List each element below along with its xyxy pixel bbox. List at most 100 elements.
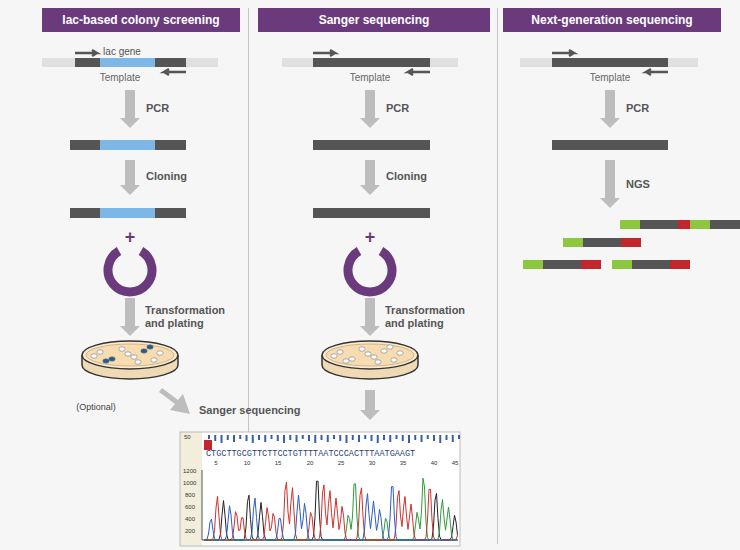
quality-bar — [321, 435, 323, 440]
quality-bar — [233, 435, 235, 442]
column-header: Next-generation sequencing — [503, 8, 721, 32]
colony — [343, 359, 349, 363]
quality-bar — [339, 435, 341, 441]
step-arrow — [120, 298, 140, 336]
colony — [349, 357, 355, 361]
position-number: 10 — [244, 460, 251, 467]
step-arrow — [360, 90, 380, 128]
colony — [135, 360, 141, 364]
template-label: Template — [350, 72, 391, 84]
colony — [119, 347, 125, 351]
colony — [109, 357, 115, 361]
quality-bar — [258, 435, 260, 440]
step-arrow — [120, 90, 140, 128]
petri-dish — [82, 341, 178, 369]
quality-bar — [271, 435, 273, 439]
quality-bar — [214, 435, 216, 441]
colony — [157, 351, 163, 355]
quality-bar — [439, 435, 441, 443]
pcr-product — [70, 140, 186, 150]
adapter-left — [690, 220, 710, 229]
template-strand — [282, 58, 458, 67]
quality-bar — [364, 435, 366, 439]
read-insert — [543, 260, 581, 269]
position-number: 5 — [214, 460, 217, 467]
colony — [381, 349, 387, 353]
quality-bar — [208, 435, 210, 439]
axis-number: 1000 — [183, 480, 196, 487]
quality-bar — [277, 435, 279, 441]
gene-label: lac gene — [103, 46, 141, 58]
colony — [151, 358, 157, 362]
header-text: Next-generation sequencing — [531, 13, 692, 27]
optional-arrow — [159, 388, 190, 414]
quality-bar — [396, 435, 398, 439]
step-label: Transformation and plating — [385, 304, 485, 329]
step-label: PCR — [386, 102, 409, 115]
colony — [91, 354, 97, 358]
pcr-product — [552, 140, 668, 150]
quality-bar — [227, 435, 229, 440]
colony — [131, 355, 137, 359]
y-axis — [202, 470, 203, 540]
position-number: 35 — [400, 460, 407, 467]
forward-primer — [75, 50, 97, 56]
quality-bar — [458, 435, 460, 439]
step-label: NGS — [626, 178, 650, 191]
quality-bar — [346, 435, 348, 443]
colony — [147, 345, 153, 349]
lac-gene — [100, 140, 155, 150]
adapter-right — [621, 238, 641, 247]
agar — [86, 344, 174, 366]
position-number: 25 — [338, 460, 345, 467]
template-strand — [42, 58, 218, 67]
lac-gene — [100, 58, 155, 67]
colony — [331, 354, 337, 358]
quality-bar — [333, 435, 335, 439]
colony — [97, 350, 103, 354]
step-arrow — [600, 90, 620, 128]
target-region — [75, 58, 186, 67]
colony — [103, 359, 109, 363]
quality-bar — [308, 435, 310, 441]
quality-bar — [302, 435, 304, 439]
quality-bar — [389, 435, 391, 442]
adapter-left — [563, 238, 583, 247]
step-arrow — [360, 160, 380, 195]
axis-number: 1200 — [183, 468, 196, 475]
reverse-primer — [408, 69, 430, 75]
quality-bar — [421, 435, 423, 442]
plasmid-vector — [108, 251, 152, 292]
pcr-product — [313, 208, 430, 218]
petri-dish — [322, 341, 418, 369]
quality-bar — [452, 435, 454, 442]
plasmid-vector — [348, 251, 392, 292]
quality-bar — [221, 435, 223, 443]
quality-bar — [371, 435, 373, 441]
colony — [387, 345, 393, 349]
target-region — [313, 58, 430, 67]
column-header: lac-based colony screening — [42, 8, 240, 32]
adapter-left — [620, 220, 640, 229]
quality-bar — [239, 435, 241, 439]
colony — [375, 360, 381, 364]
step-label: PCR — [626, 102, 649, 115]
step-label: Cloning — [386, 170, 427, 183]
quality-bar — [358, 435, 360, 442]
template-label: Template — [100, 72, 141, 84]
axis-margin — [180, 432, 202, 546]
header-text: lac-based colony screening — [62, 13, 219, 27]
cursor-mark — [204, 440, 212, 450]
column-divider — [497, 8, 498, 544]
quality-bar — [414, 435, 416, 440]
colony — [141, 349, 147, 353]
axis-number: 800 — [185, 492, 195, 499]
adapter-right — [670, 260, 690, 269]
agar — [326, 344, 414, 366]
position-number: 20 — [307, 460, 314, 467]
plus-sign: + — [125, 227, 136, 248]
quality-bar — [296, 435, 298, 442]
position-number: 45 — [452, 460, 459, 467]
trace-peak — [204, 481, 458, 540]
forward-primer — [552, 50, 574, 56]
